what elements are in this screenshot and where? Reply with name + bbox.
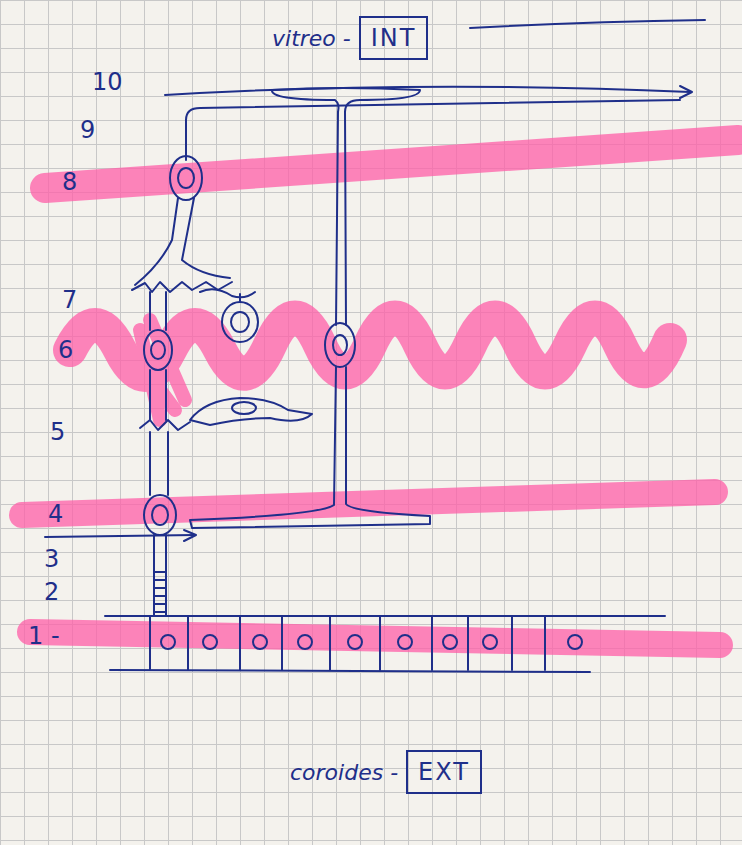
ganglion-axon bbox=[186, 100, 680, 160]
bipolar-process bbox=[150, 292, 166, 330]
layer-number: 3 bbox=[44, 545, 59, 573]
layer-name: coroides - bbox=[290, 760, 398, 785]
inner-segment bbox=[154, 535, 166, 615]
nerve-fiber bbox=[165, 87, 690, 95]
bipolar-cell bbox=[144, 330, 172, 370]
muller-fiber bbox=[336, 112, 346, 325]
arrowhead bbox=[680, 86, 692, 98]
layer-number: 2 bbox=[44, 578, 59, 606]
muller-endfoot bbox=[272, 90, 339, 112]
nucleus bbox=[231, 312, 249, 332]
amacrine-process bbox=[200, 289, 255, 297]
amacrine-process bbox=[239, 294, 241, 302]
highlight-band bbox=[30, 632, 720, 645]
layer-number: 8 bbox=[62, 168, 77, 196]
cell-wall bbox=[150, 616, 545, 670]
boxed-term: EXT bbox=[406, 750, 482, 794]
nucleus bbox=[152, 505, 168, 525]
arrowhead bbox=[184, 530, 196, 541]
layer-number: 1 - bbox=[28, 622, 60, 650]
layer-number: 6 bbox=[58, 336, 73, 364]
nucleus bbox=[178, 168, 194, 188]
muller-fiber bbox=[190, 367, 430, 528]
photoreceptor-axon bbox=[150, 432, 168, 495]
photoreceptor-cell bbox=[144, 495, 176, 535]
labelled-box: coroides - EXT bbox=[290, 750, 482, 794]
muller-cell bbox=[325, 323, 355, 367]
horizontal-cell bbox=[190, 398, 312, 425]
amacrine-cell bbox=[222, 302, 258, 342]
ganglion-cell bbox=[170, 156, 202, 200]
layer-name: vitreo - bbox=[272, 26, 351, 51]
synapse bbox=[140, 420, 190, 430]
outer-segment bbox=[154, 572, 166, 612]
boxed-term: INT bbox=[359, 16, 429, 60]
labelled-box: vitreo - INT bbox=[272, 16, 428, 60]
nucleus bbox=[333, 335, 347, 355]
nucleus bbox=[232, 402, 256, 414]
layer-number: 7 bbox=[62, 286, 77, 314]
epithelium-border bbox=[105, 616, 665, 672]
layer-number: 4 bbox=[48, 500, 63, 528]
epithelium-nuclei bbox=[161, 635, 582, 649]
nerve-fiber bbox=[470, 20, 705, 28]
dendrite bbox=[135, 198, 230, 285]
highlight-band bbox=[45, 140, 738, 188]
nucleus bbox=[151, 341, 165, 359]
bipolar-process bbox=[150, 370, 166, 420]
muller-endfoot bbox=[272, 88, 420, 112]
layer-number: 5 bbox=[50, 418, 65, 446]
layer-number: 9 bbox=[80, 116, 95, 144]
layer-number: 10 bbox=[92, 68, 123, 96]
highlight-scribble bbox=[130, 320, 185, 420]
limiting-line bbox=[45, 535, 195, 537]
